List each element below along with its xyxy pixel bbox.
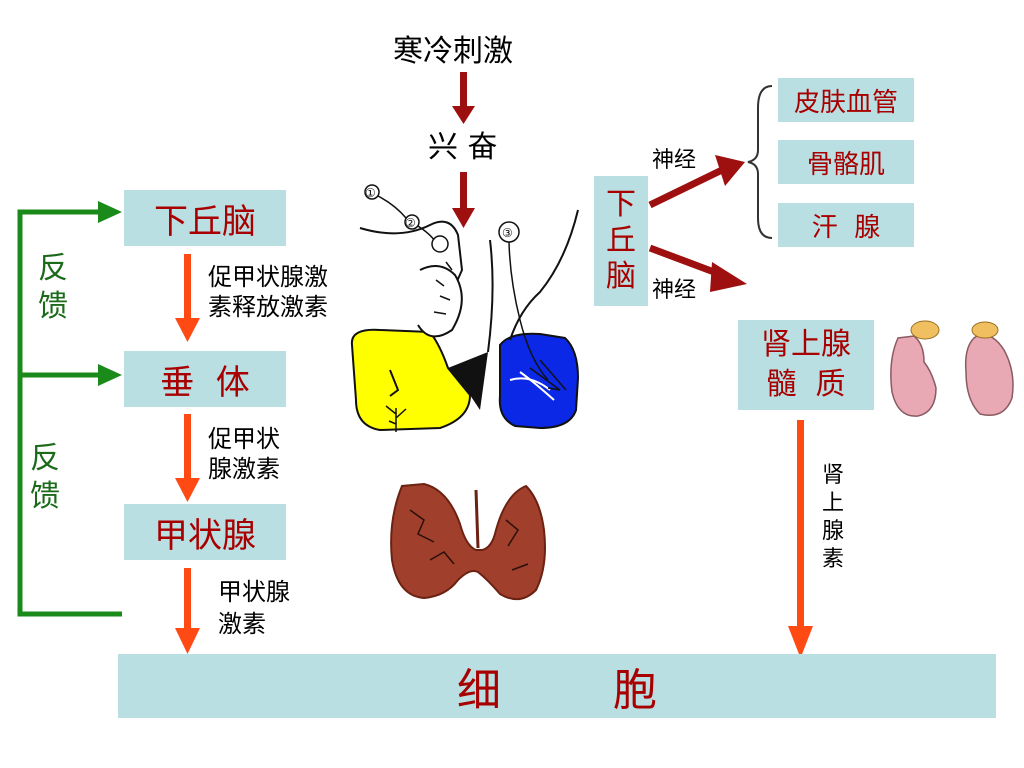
nerve-arrow-up	[648, 155, 745, 209]
th-label: 甲状腺 激素	[218, 578, 290, 638]
nerve-arrow-down	[648, 244, 747, 292]
hypothalamus-box: 下丘脑	[124, 190, 286, 246]
target-sweat-gland: 汗 腺	[778, 203, 914, 247]
th-arrow	[175, 568, 200, 654]
kidney-illustration	[890, 320, 1014, 417]
cell-bar: 细 胞	[118, 654, 996, 718]
nerve-label-1: 神经	[652, 148, 697, 173]
feedback-lines	[17, 209, 122, 617]
tsh-arrow	[175, 414, 200, 502]
cell-label: 细 胞	[457, 665, 657, 716]
tsh-label: 促甲状 腺激素	[208, 425, 280, 483]
thyroid-illustration	[390, 482, 546, 601]
gland-mark-1: ①	[365, 186, 376, 200]
gland-mark-3: ③	[502, 226, 513, 240]
thyroid-label: 甲状腺	[154, 515, 256, 556]
target-skeletal-muscle: 骨骼肌	[778, 140, 914, 184]
epinephrine-label: 肾 上 腺 素	[822, 463, 845, 572]
feedback-arrowhead-2	[98, 364, 122, 386]
pituitary-illustration	[350, 184, 580, 432]
feedback-label-1: 反 馈	[38, 251, 68, 324]
nerve-label-2: 神经	[652, 278, 697, 303]
anterior-pituitary	[350, 328, 472, 432]
adrenal-medulla-box: 肾上腺 髓 质	[738, 320, 874, 410]
stimulus-label: 寒冷刺激	[393, 34, 513, 69]
excite-arrow	[452, 172, 475, 228]
posterior-pituitary	[498, 332, 580, 430]
pituitary-box: 垂 体	[124, 351, 286, 407]
targets-brace	[747, 85, 773, 239]
epinephrine-arrow	[788, 420, 813, 658]
hypothalamus-vertical-box: 下 丘 脑	[594, 176, 648, 306]
feedback-label-2: 反 馈	[30, 441, 60, 514]
pituitary-label: 垂 体	[160, 362, 250, 403]
excite-label: 兴 奋	[428, 130, 498, 165]
trh-label: 促甲状腺激 素释放激素	[208, 263, 328, 321]
thyroid-box: 甲状腺	[124, 504, 286, 560]
target-skin-vessels: 皮肤血管	[778, 78, 914, 122]
hypothalamus-label: 下丘脑	[154, 201, 256, 242]
gland-mark-2: ②	[405, 216, 416, 230]
stimulus-arrow	[452, 72, 475, 124]
feedback-arrowhead-1	[98, 201, 122, 223]
trh-arrow	[175, 254, 200, 342]
